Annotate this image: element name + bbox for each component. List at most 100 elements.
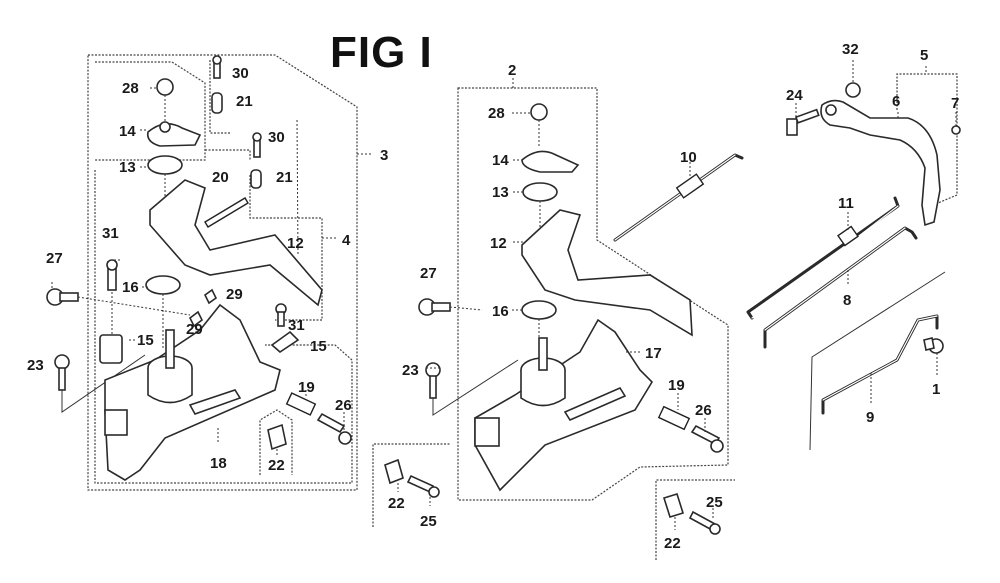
label-26: 26	[695, 402, 712, 419]
sleeve-22	[267, 423, 287, 451]
label-23: 23	[27, 357, 44, 374]
label-30: 30	[232, 65, 249, 82]
clip-15b	[270, 330, 300, 354]
link-29b	[188, 310, 204, 328]
link-29	[203, 288, 218, 305]
nut-7	[951, 125, 961, 135]
group-frame-20	[205, 149, 251, 160]
label-13: 13	[119, 159, 136, 176]
label-9: 9	[866, 409, 874, 426]
sleeve-22-frame	[259, 409, 293, 475]
label-20: 20	[212, 169, 229, 186]
label-32: 32	[842, 41, 859, 58]
label-19: 19	[668, 377, 685, 394]
label-22: 22	[664, 535, 681, 552]
label-3: 3	[380, 147, 388, 164]
label-8: 8	[843, 292, 851, 309]
label-24: 24	[786, 87, 803, 104]
plate-14	[146, 123, 202, 147]
small-box-frame	[372, 443, 450, 527]
label-7: 7	[951, 95, 959, 112]
figure-title: FIG I	[330, 28, 433, 77]
label-29b: 29	[186, 321, 203, 338]
clip-15	[99, 334, 123, 364]
group-frame-4	[249, 175, 323, 321]
spring-20	[204, 197, 249, 228]
base-plate-17	[474, 318, 654, 492]
tab	[104, 409, 128, 436]
label-28: 28	[122, 80, 139, 97]
spring-rod-10	[613, 153, 744, 242]
label-15b: 15	[310, 338, 327, 355]
tab	[474, 417, 500, 447]
sleeve-22	[384, 458, 404, 485]
label-12: 12	[490, 235, 507, 252]
washer-13	[522, 182, 558, 202]
spring-19	[657, 405, 691, 431]
arm-6	[820, 99, 941, 227]
label-21b: 21	[276, 169, 293, 186]
spring-19	[285, 392, 317, 416]
label-25: 25	[420, 513, 437, 530]
label-29: 29	[226, 286, 243, 303]
washer-13	[147, 155, 183, 175]
label-16: 16	[122, 279, 139, 296]
label-10: 10	[680, 149, 697, 166]
lever-12	[149, 179, 323, 307]
label-14: 14	[119, 123, 136, 140]
right-assembly: 32 5 24 6 7 11 8 9 1	[746, 41, 961, 451]
washer-16	[145, 275, 181, 295]
pin-24	[786, 118, 798, 136]
spring-11	[837, 225, 859, 247]
bolt-23	[425, 362, 441, 378]
inner-frame	[94, 61, 353, 484]
spring-10	[675, 173, 705, 199]
label-4: 4	[342, 232, 351, 249]
label-22: 22	[388, 495, 405, 512]
label-2: 2	[508, 62, 516, 79]
label-18: 18	[210, 455, 227, 472]
plate-14	[521, 150, 580, 173]
group-frame-3	[87, 54, 358, 491]
bolt-25	[406, 474, 435, 494]
label-15: 15	[137, 332, 154, 349]
label-27: 27	[420, 265, 437, 282]
center-assembly: 2 28 14 13 12 10 27 16 17 23 19 26	[402, 62, 744, 501]
label-22: 22	[268, 457, 285, 474]
bolt-23	[54, 354, 70, 370]
label-23: 23	[402, 362, 419, 379]
washer-16	[521, 300, 557, 320]
label-12: 12	[287, 235, 304, 252]
collar-21	[211, 92, 223, 114]
group-frame-2	[457, 87, 729, 501]
label-26: 26	[335, 397, 352, 414]
label-31: 31	[102, 225, 119, 242]
left-assembly: 30 21 28 14 30 13 20 21 3 4 12 31 27 16 …	[27, 54, 388, 491]
nut-28	[156, 78, 174, 96]
rod-11	[746, 196, 900, 320]
label-28: 28	[488, 105, 505, 122]
label-27: 27	[46, 250, 63, 267]
label-17: 17	[645, 345, 662, 362]
bolt-26	[316, 412, 346, 434]
rod-9-frame	[809, 271, 946, 451]
label-5: 5	[920, 47, 928, 64]
label-6: 6	[892, 93, 900, 110]
label-1: 1	[932, 381, 940, 398]
group-frame-5	[896, 73, 958, 204]
label-13: 13	[492, 184, 509, 201]
lever-12	[521, 209, 693, 337]
sleeve-22	[662, 493, 685, 518]
collar-21b	[250, 169, 262, 189]
small-box-right: 22 25	[655, 479, 735, 560]
label-19: 19	[298, 379, 315, 396]
label-25: 25	[706, 494, 723, 511]
label-31b: 31	[288, 317, 305, 334]
label-16: 16	[492, 303, 509, 320]
nut-32	[845, 82, 861, 98]
small-box-left: 22 25	[372, 443, 450, 530]
label-30b: 30	[268, 129, 285, 146]
rod-9	[821, 314, 939, 415]
label-14: 14	[492, 152, 509, 169]
